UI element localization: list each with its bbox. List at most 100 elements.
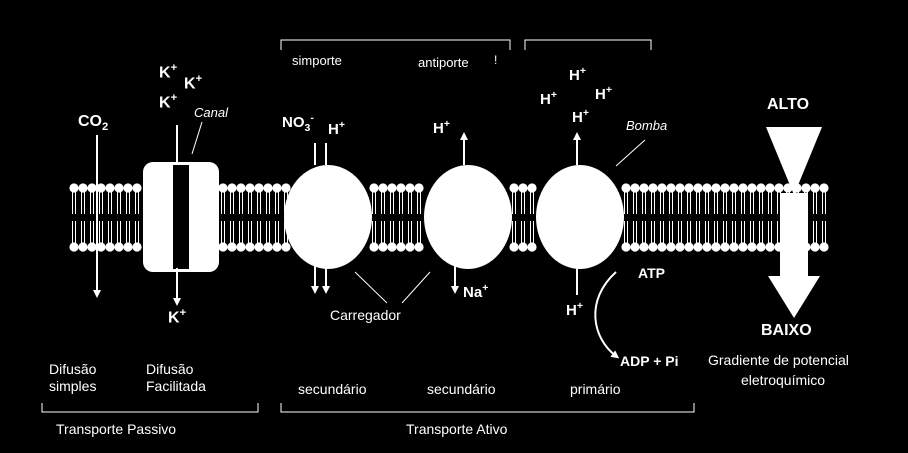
canal-label: Canal [194, 105, 228, 120]
lipid-head [630, 183, 640, 193]
lipid-head [657, 242, 667, 252]
lipid-head [254, 183, 264, 193]
lipid-head [414, 242, 424, 252]
lipid-head [527, 242, 537, 252]
lipid-head [218, 183, 228, 193]
symport-antiport-bracket [280, 39, 511, 50]
lipid-head [747, 183, 757, 193]
lipid-head [630, 242, 640, 252]
gradient-arrow-shaft [780, 193, 808, 278]
lipid-head [105, 242, 115, 252]
h-pump-label-4: H+ [572, 107, 589, 126]
lipid-head [711, 183, 721, 193]
lipid-head [518, 242, 528, 252]
difusao-simples-line2: simples [49, 378, 97, 394]
adp-pi-label: ADP + Pi [620, 353, 679, 369]
lipid-head [684, 183, 694, 193]
lipid-head [756, 183, 766, 193]
lipid-head [245, 183, 255, 193]
lipid-head [509, 242, 519, 252]
lipid-head [114, 183, 124, 193]
primario-label: primário [570, 381, 621, 397]
lipid-head [518, 183, 528, 193]
lipid-head [693, 183, 703, 193]
antiport-carrier [424, 165, 512, 269]
canal-pointer [191, 121, 203, 155]
difusao-facilitada-line2: Facilitada [146, 378, 206, 394]
lipid-head [387, 242, 397, 252]
lipid-head [254, 242, 264, 252]
lipid-head [648, 242, 658, 252]
h-pump-label-3: H+ [595, 84, 612, 103]
lipid-head [245, 242, 255, 252]
gradiente-label-line1: Gradiente de potencial [708, 352, 849, 368]
carregador-pointer-left [354, 271, 388, 304]
lipid-head [738, 242, 748, 252]
atp-label: ATP [638, 265, 665, 281]
lipid-head [281, 183, 291, 193]
k-ion-label-3: K+ [159, 92, 178, 112]
alto-label: ALTO [767, 96, 810, 113]
k-ion-label-bottom: K+ [168, 307, 187, 327]
lipid-head [378, 183, 388, 193]
lipid-head [78, 183, 88, 193]
lipid-head [227, 242, 237, 252]
lipid-head [69, 183, 79, 193]
atp-hydrolysis-arrow [594, 271, 620, 359]
passive-transport-bracket [41, 403, 259, 413]
lipid-head [396, 242, 406, 252]
lipid-head [729, 183, 739, 193]
carregador-pointer-right [401, 271, 431, 304]
h-antiport-label: H+ [433, 118, 450, 137]
lipid-head [693, 242, 703, 252]
k-ion-label-2: K+ [184, 73, 203, 93]
lipid-head [810, 183, 820, 193]
lipid-head [378, 242, 388, 252]
lipid-head [132, 242, 142, 252]
h-symport-label: H+ [328, 119, 345, 138]
na-label: Na+ [463, 282, 489, 301]
lipid-head [87, 242, 97, 252]
lipid-head [738, 183, 748, 193]
lipid-head [236, 242, 246, 252]
lipid-head [810, 242, 820, 252]
channel-pore [173, 165, 189, 269]
lipid-head [272, 242, 282, 252]
lipid-head [702, 242, 712, 252]
gradient-arrow-tip [768, 276, 820, 318]
lipid-head [218, 242, 228, 252]
h-pump-label-2: H+ [569, 65, 586, 84]
lipid-head [675, 183, 685, 193]
lipid-head [69, 242, 79, 252]
lipid-head [621, 183, 631, 193]
lipid-head [281, 242, 291, 252]
lipid-head [765, 183, 775, 193]
baixo-label: BAIXO [761, 322, 812, 339]
lipid-head [123, 183, 133, 193]
lipid-head [801, 183, 811, 193]
lipid-head [756, 242, 766, 252]
lipid-head [236, 183, 246, 193]
lipid-head [405, 183, 415, 193]
transporte-passivo-label: Transporte Passivo [56, 421, 177, 437]
k-ion-label-1: K+ [159, 62, 178, 82]
gradiente-label-line2: eletroquímico [741, 372, 826, 388]
lipid-head [414, 183, 424, 193]
lipid-head [819, 242, 829, 252]
lipid-head [774, 183, 784, 193]
lipid-head [765, 242, 775, 252]
lipid-head [96, 183, 106, 193]
lipid-head [666, 183, 676, 193]
lipid-head [675, 242, 685, 252]
lipid-head [666, 242, 676, 252]
lipid-head [527, 183, 537, 193]
active-transport-bracket [280, 403, 695, 413]
lipid-head [132, 183, 142, 193]
lipid-head [369, 242, 379, 252]
difusao-facilitada-line1: Difusão [146, 361, 194, 377]
secundario-label-1: secundário [298, 381, 367, 397]
lipid-head [684, 242, 694, 252]
lipid-head [369, 183, 379, 193]
